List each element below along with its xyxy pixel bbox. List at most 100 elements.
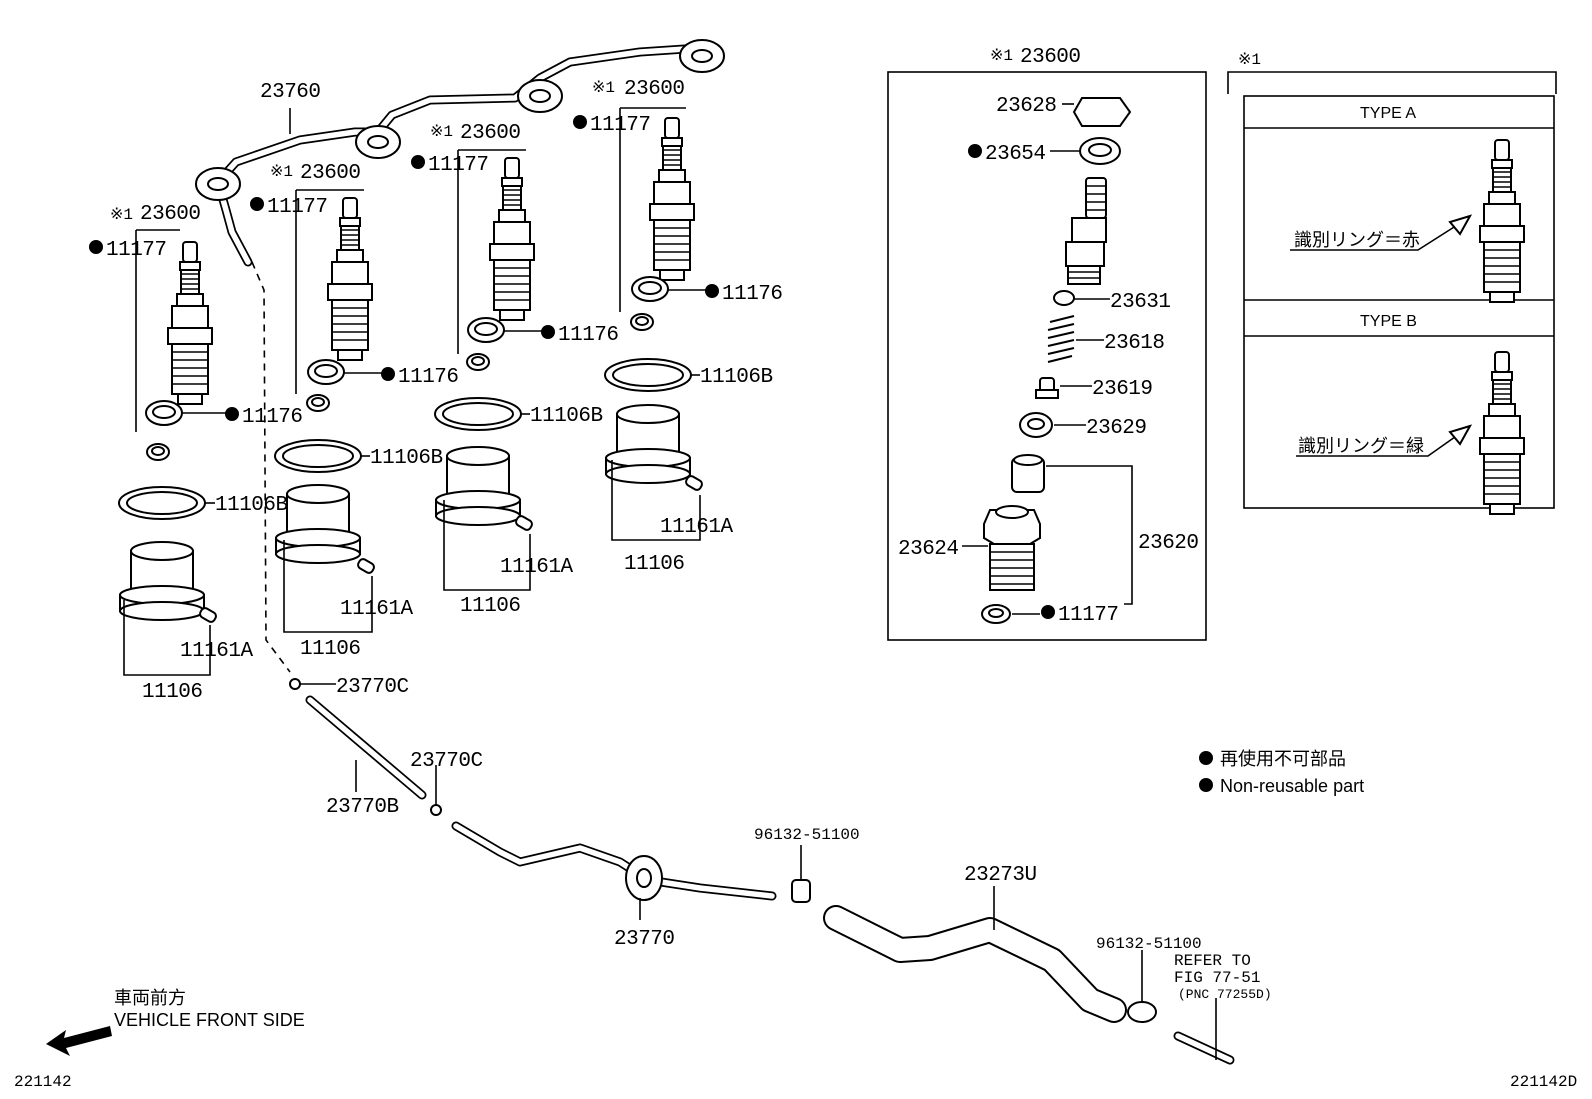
label-11161A-4: 11161A bbox=[660, 516, 734, 539]
type-a-injector bbox=[1479, 139, 1525, 303]
label-23600-3: 23600 bbox=[460, 122, 521, 145]
label-23628: 23628 bbox=[996, 95, 1057, 118]
label-11176-2: 11176 bbox=[398, 366, 459, 389]
label-23770C-1: 23770C bbox=[336, 676, 409, 699]
refer-note-line1: REFER TO bbox=[1174, 952, 1251, 970]
type-b-ring-note: 識別リング＝緑 bbox=[1298, 436, 1424, 456]
label-11177-detail: 11177 bbox=[1058, 604, 1119, 627]
ref-mark-1: ※1 bbox=[110, 206, 133, 224]
label-23770C-2: 23770C bbox=[410, 750, 483, 773]
hose-clamp-2 bbox=[1127, 950, 1235, 1065]
label-23629: 23629 bbox=[1086, 417, 1147, 440]
detail-spring-23618 bbox=[1047, 315, 1104, 363]
type-b-title: TYPE B bbox=[1360, 313, 1417, 330]
detail-retaining-nut-23624 bbox=[962, 505, 1041, 591]
detail-washer-11177 bbox=[981, 604, 1040, 624]
label-23600-1: 23600 bbox=[140, 203, 201, 226]
type-a-title: TYPE A bbox=[1360, 105, 1416, 122]
label-11176-4: 11176 bbox=[722, 283, 783, 306]
detail-nozzle-23620 bbox=[1011, 454, 1133, 605]
label-96132-1: 96132-51100 bbox=[754, 826, 860, 844]
label-11106B-1: 11106B bbox=[215, 494, 288, 517]
label-11176-3: 11176 bbox=[558, 324, 619, 347]
ref-mark-detail: ※1 bbox=[990, 47, 1013, 65]
label-11106B-4: 11106B bbox=[700, 366, 773, 389]
legend-jp: 再使用不可部品 bbox=[1220, 749, 1346, 769]
ref-mark-2: ※1 bbox=[270, 163, 293, 181]
non-reusable-dot bbox=[89, 240, 103, 254]
label-11177-2: 11177 bbox=[267, 196, 328, 219]
label-23618: 23618 bbox=[1104, 332, 1165, 355]
refer-note-line2: FIG 77-51 bbox=[1174, 969, 1260, 987]
type-b-injector bbox=[1479, 351, 1525, 515]
direction-jp: 車両前方 bbox=[114, 988, 186, 1008]
label-23770: 23770 bbox=[614, 928, 675, 951]
label-11106B-3: 11106B bbox=[530, 405, 603, 428]
non-reusable-dot bbox=[573, 115, 587, 129]
label-11177-1: 11177 bbox=[106, 239, 167, 262]
non-reusable-dot bbox=[541, 325, 555, 339]
return-pipe-23760 bbox=[195, 39, 725, 267]
vehicle-front-arrow-icon bbox=[46, 1026, 112, 1056]
label-11176-1: 11176 bbox=[242, 406, 303, 429]
non-reusable-dot bbox=[1041, 605, 1055, 619]
hose-23770B bbox=[289, 678, 442, 816]
non-reusable-dot bbox=[250, 197, 264, 211]
label-11161A-2: 11161A bbox=[340, 598, 414, 621]
legend-dot-jp bbox=[1199, 751, 1213, 765]
detail-injector-body bbox=[1065, 177, 1107, 285]
label-23600-detail: 23600 bbox=[1020, 46, 1081, 69]
label-11106-3: 11106 bbox=[460, 595, 521, 618]
hose-connection-dash bbox=[251, 261, 291, 673]
direction-en: VEHICLE FRONT SIDE bbox=[114, 1010, 305, 1030]
non-reusable-dot bbox=[381, 367, 395, 381]
type-b-arrow bbox=[1296, 424, 1473, 457]
label-96132-2: 96132-51100 bbox=[1096, 935, 1202, 953]
non-reusable-dot bbox=[411, 155, 425, 169]
detail-spacer-23629 bbox=[1019, 412, 1086, 438]
ref-mark-3: ※1 bbox=[430, 123, 453, 141]
legend-dot-en bbox=[1199, 778, 1213, 792]
hose-clamp-1 bbox=[791, 845, 811, 903]
label-23770B: 23770B bbox=[326, 796, 399, 819]
label-23654: 23654 bbox=[985, 143, 1046, 166]
label-11106-4: 11106 bbox=[624, 553, 685, 576]
diagram-id-right: 221142D bbox=[1510, 1073, 1577, 1091]
injector-assembly-3 bbox=[434, 149, 548, 591]
diagram-id-left: 221142 bbox=[14, 1073, 72, 1091]
label-11177-4: 11177 bbox=[590, 114, 651, 137]
label-23760: 23760 bbox=[260, 81, 321, 104]
label-11106-1: 11106 bbox=[142, 681, 203, 704]
injector-assembly-2 bbox=[274, 189, 388, 633]
detail-washer-23654 bbox=[1050, 137, 1121, 165]
non-reusable-dot bbox=[225, 407, 239, 421]
injector-assembly-1 bbox=[118, 229, 232, 676]
label-23619: 23619 bbox=[1092, 378, 1153, 401]
label-23600-4: 23600 bbox=[624, 78, 685, 101]
non-reusable-dot bbox=[968, 144, 982, 158]
refer-note-line3: (PNC 77255D) bbox=[1178, 987, 1272, 1002]
legend-en: Non-reusable part bbox=[1220, 776, 1364, 796]
label-23620: 23620 bbox=[1138, 532, 1199, 555]
ref-mark-4: ※1 bbox=[592, 79, 615, 97]
injector-assembly-4 bbox=[604, 107, 712, 541]
label-23624: 23624 bbox=[898, 538, 959, 561]
fuel-hose-23273U bbox=[823, 886, 1127, 1023]
detail-seat-23619 bbox=[1035, 377, 1092, 399]
label-11106-2: 11106 bbox=[300, 638, 361, 661]
type-a-arrow bbox=[1290, 214, 1473, 251]
label-11161A-3: 11161A bbox=[500, 556, 574, 579]
label-23600-2: 23600 bbox=[300, 162, 361, 185]
detail-ball-23631 bbox=[1053, 290, 1110, 306]
label-23273U: 23273U bbox=[964, 864, 1037, 887]
label-11177-3: 11177 bbox=[428, 154, 489, 177]
types-bracket bbox=[1227, 71, 1557, 94]
non-reusable-dot bbox=[705, 284, 719, 298]
fuel-pipe-23770 bbox=[451, 821, 777, 920]
label-11106B-2: 11106B bbox=[370, 447, 443, 470]
detail-nut-23628 bbox=[1062, 97, 1132, 127]
label-23631: 23631 bbox=[1110, 291, 1171, 314]
injector-detail-box bbox=[887, 71, 1207, 641]
ref-mark-types: ※1 bbox=[1238, 51, 1261, 69]
